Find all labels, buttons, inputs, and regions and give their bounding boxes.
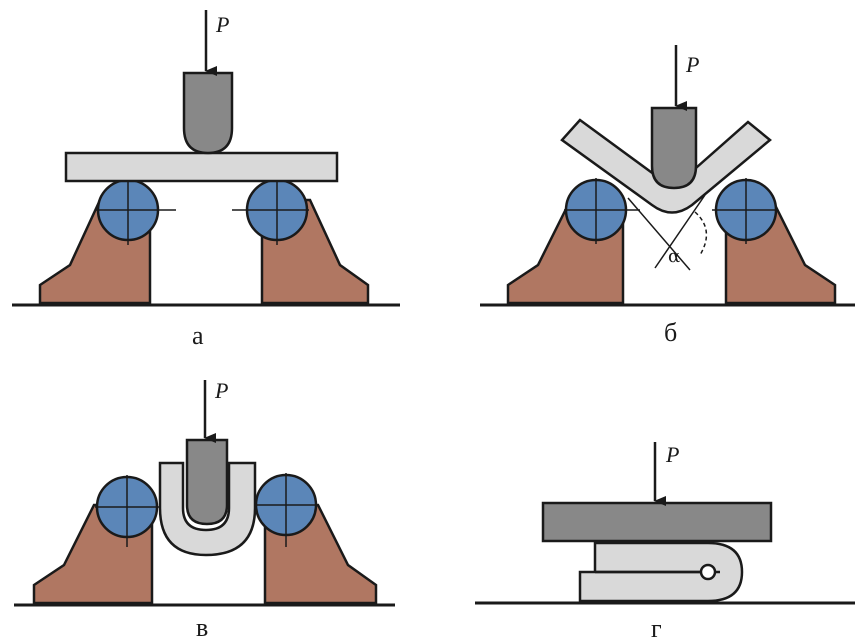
force-label: P xyxy=(665,442,679,467)
panel-b: α P б xyxy=(480,45,855,347)
left-roller xyxy=(95,475,159,547)
force-label: P xyxy=(215,12,229,37)
angle-arc xyxy=(694,211,708,256)
press-plate xyxy=(541,501,773,543)
left-roller xyxy=(564,178,640,244)
panel-a: P а xyxy=(12,10,400,350)
panel-caption: б xyxy=(664,318,677,347)
panel-v: P в xyxy=(14,378,395,642)
right-roller xyxy=(232,178,309,245)
right-roller xyxy=(712,178,778,244)
panel-caption: в xyxy=(196,613,208,642)
panel-g: P г xyxy=(475,442,855,643)
panel-caption: г xyxy=(651,614,662,643)
fold-hole xyxy=(699,563,717,581)
force-label: P xyxy=(685,52,699,77)
punch xyxy=(182,71,234,155)
angle-line xyxy=(654,194,706,269)
specimen-bar xyxy=(64,151,339,183)
punch xyxy=(185,438,229,526)
punch xyxy=(650,106,698,190)
left-roller xyxy=(96,178,176,245)
force-label: P xyxy=(214,378,228,403)
u-specimen xyxy=(158,461,257,557)
angle-label: α xyxy=(668,246,680,267)
panel-caption: а xyxy=(192,321,204,350)
